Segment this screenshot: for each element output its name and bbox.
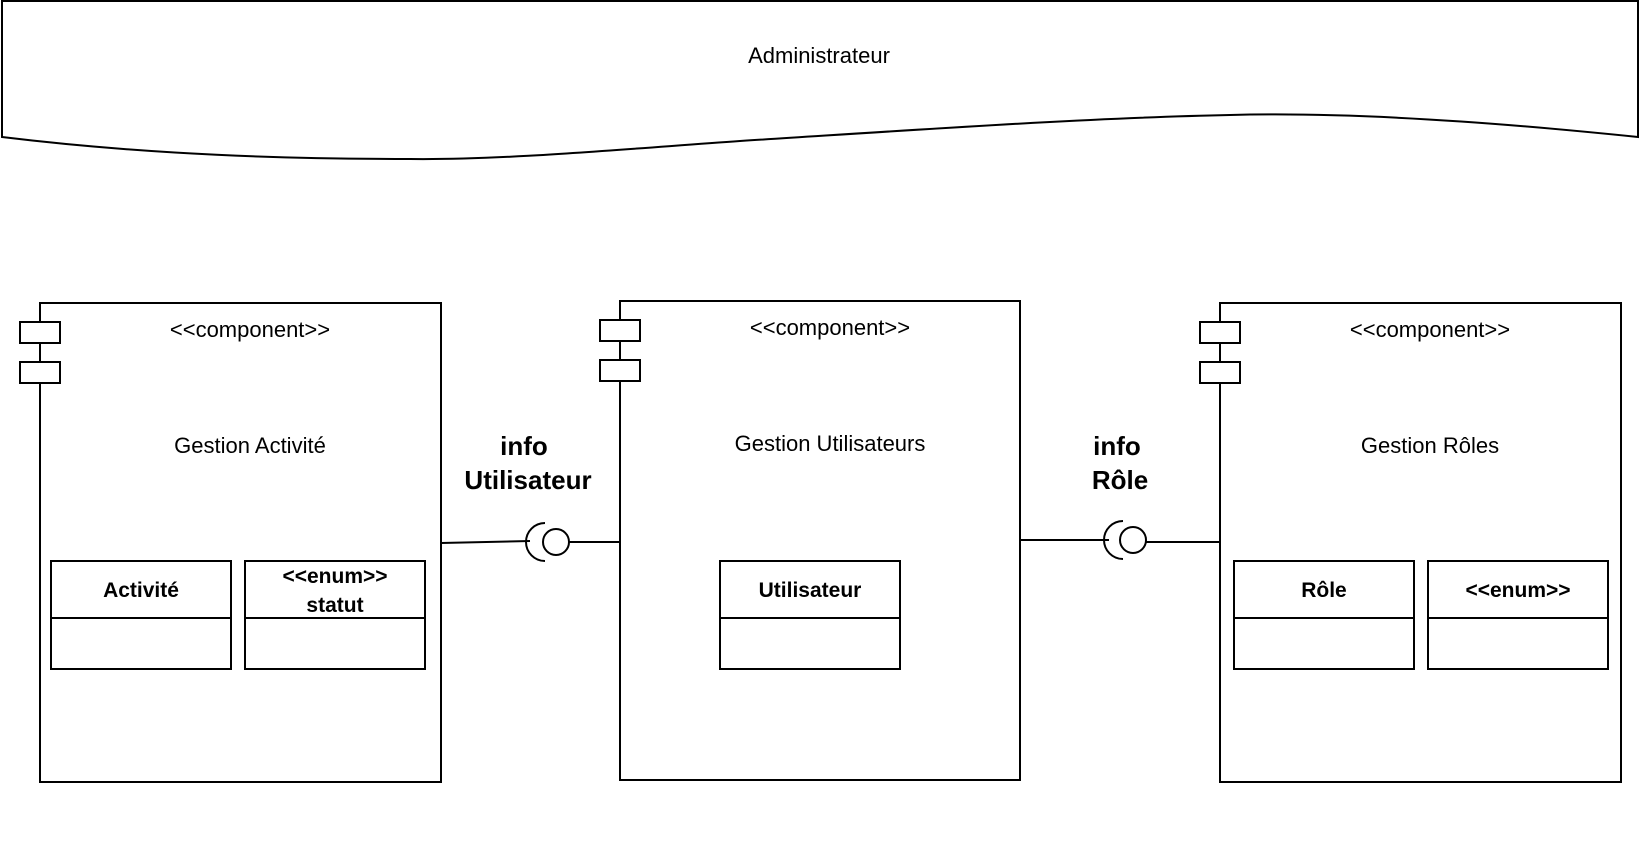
- class-title: Rôle: [1301, 579, 1347, 602]
- socket-icon: [525, 522, 546, 562]
- class-box: [50, 560, 232, 670]
- component-gestion-utilisateurs[interactable]: <<component>> Gestion Utilisateurs Utili…: [599, 300, 1021, 781]
- component-port-top: [19, 321, 61, 344]
- component-gestion-roles[interactable]: <<component>> Gestion Rôles Rôle <<enum>…: [1199, 302, 1622, 783]
- class-box: [244, 560, 426, 670]
- component-name: Gestion Activité: [174, 433, 326, 458]
- socket-icon: [1103, 520, 1124, 560]
- component-name: Gestion Rôles: [1361, 433, 1499, 458]
- component-gestion-activite[interactable]: <<component>> Gestion Activité Activité …: [19, 302, 442, 783]
- administrateur-actor[interactable]: Administrateur: [1, 0, 1639, 161]
- class-box: [1427, 560, 1609, 670]
- class-enum-statut[interactable]: <<enum>> statut: [244, 560, 426, 670]
- component-port-top: [1199, 321, 1241, 344]
- component-port-top: [599, 319, 641, 342]
- component-port-bottom: [599, 359, 641, 382]
- interface-label-line2: Utilisateur: [464, 465, 591, 495]
- component-box: [1219, 302, 1622, 783]
- component-port-bottom: [19, 361, 61, 384]
- component-port-bottom: [1199, 361, 1241, 384]
- component-box: [619, 300, 1021, 781]
- actor-label: Administrateur: [748, 43, 890, 68]
- interface-info-role[interactable]: info Rôle: [1020, 431, 1219, 560]
- class-stereotype: <<enum>>: [282, 565, 387, 588]
- component-box: [39, 302, 442, 783]
- ball-icon: [1119, 526, 1147, 554]
- class-title: statut: [306, 594, 363, 617]
- class-title: Activité: [103, 579, 179, 602]
- component-stereotype: <<component>>: [170, 317, 330, 342]
- class-utilisateur[interactable]: Utilisateur: [719, 560, 901, 670]
- class-enum[interactable]: <<enum>>: [1427, 560, 1609, 670]
- interface-label-line1: info: [500, 431, 548, 461]
- component-stereotype: <<component>>: [1350, 317, 1510, 342]
- interface-label-line1: info: [1093, 431, 1141, 461]
- required-interface-line: [440, 540, 531, 544]
- class-title: <<enum>>: [1465, 579, 1570, 602]
- interface-info-utilisateur[interactable]: info Utilisateur: [440, 431, 620, 562]
- interface-label-line2: Rôle: [1092, 465, 1148, 495]
- class-title: Utilisateur: [759, 579, 862, 602]
- ball-icon: [542, 528, 570, 556]
- component-name: Gestion Utilisateurs: [735, 431, 926, 456]
- class-box: [1233, 560, 1415, 670]
- class-box: [719, 560, 901, 670]
- class-role[interactable]: Rôle: [1233, 560, 1415, 670]
- class-activite[interactable]: Activité: [50, 560, 232, 670]
- actor-shape: [1, 0, 1639, 161]
- component-stereotype: <<component>>: [750, 315, 910, 340]
